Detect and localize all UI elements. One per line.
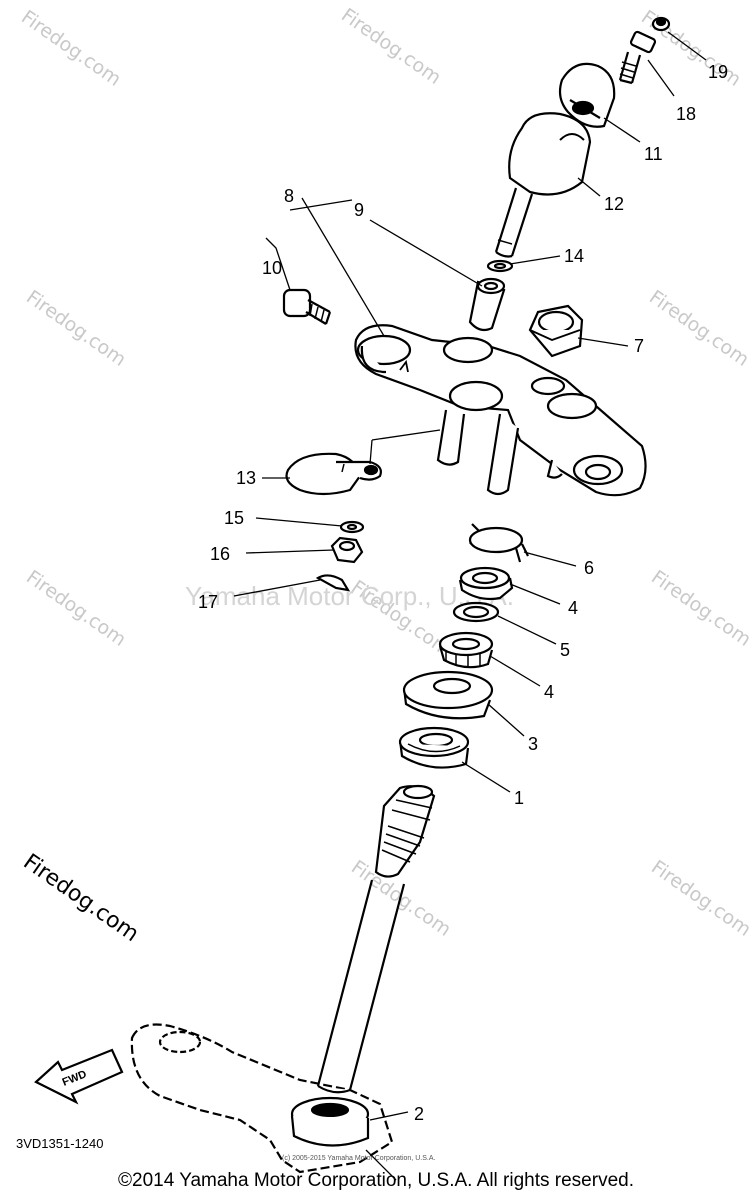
part-4-ring-nut-lower xyxy=(438,631,494,669)
watermark-lower-left: Firedog.com xyxy=(22,566,130,651)
part-15-washer xyxy=(339,520,365,534)
copyright-footer: ©2014 Yamaha Motor Corporation, U.S.A. A… xyxy=(118,1170,634,1191)
callout-3: 3 xyxy=(528,734,538,754)
part-18-bolt xyxy=(618,30,657,85)
part-17-clip xyxy=(315,574,351,592)
part-3-cover xyxy=(402,670,494,720)
callout-11: 11 xyxy=(644,144,663,164)
part-9-collar xyxy=(468,277,506,332)
callout-7: 7 xyxy=(634,336,644,356)
callout-13: 13 xyxy=(236,468,256,488)
callout-17: 17 xyxy=(198,592,218,612)
callout-18: 18 xyxy=(676,104,696,124)
callout-9: 9 xyxy=(354,200,364,220)
callout-1: 1 xyxy=(514,788,524,808)
callout-12: 12 xyxy=(604,194,624,214)
watermark-bold-left: Firedog.com xyxy=(19,849,144,947)
callout-5: 5 xyxy=(560,640,570,660)
watermark-bottom-right: Firedog.com xyxy=(647,856,752,941)
callout-16: 16 xyxy=(210,544,230,564)
watermark-top-middle: Firedog.com xyxy=(337,4,445,89)
callout-19: 19 xyxy=(708,62,728,82)
part-8-upper-bracket xyxy=(354,324,647,497)
part-6-lock-washer xyxy=(468,523,529,563)
callout-2: 2 xyxy=(414,1104,424,1124)
small-copyright: (c) 2005-2015 Yamaha Motor Corporation, … xyxy=(282,1155,435,1162)
part-14-washer xyxy=(486,259,514,273)
callout-4-upper: 4 xyxy=(568,598,578,618)
callout-8: 8 xyxy=(284,186,294,206)
fwd-arrow xyxy=(34,1048,124,1105)
callout-10: 10 xyxy=(262,258,282,278)
callout-4-lower: 4 xyxy=(544,682,554,702)
watermark-top-left: Firedog.com xyxy=(17,6,125,91)
part-2-lower-bracket-stem xyxy=(130,784,436,1174)
callout-layer: 19 18 11 12 14 8 9 10 7 13 15 16 17 6 4 … xyxy=(198,62,728,1124)
part-10-bolt xyxy=(282,288,332,325)
part-4-ring-nut-upper xyxy=(458,566,514,601)
part-19-cap xyxy=(651,16,671,32)
callout-6: 6 xyxy=(584,558,594,578)
part-1-bearing xyxy=(398,726,470,769)
callout-14: 14 xyxy=(564,246,584,266)
callout-15: 15 xyxy=(224,508,244,528)
part-16-nut xyxy=(330,536,364,564)
watermark-mid-left: Firedog.com xyxy=(22,286,130,371)
leader-lines xyxy=(233,31,707,1181)
part-11-clamp xyxy=(558,62,616,128)
part-code: 3VD1351-1240 xyxy=(16,1136,103,1151)
part-13-plate xyxy=(285,452,382,496)
parts-layer xyxy=(34,16,671,1174)
part-5-washer xyxy=(452,601,500,623)
part-7-nut xyxy=(528,304,584,358)
watermark-mid-right: Firedog.com xyxy=(645,286,752,371)
watermark-lower-right: Firedog.com xyxy=(647,566,752,651)
part-12-holder xyxy=(494,112,592,258)
